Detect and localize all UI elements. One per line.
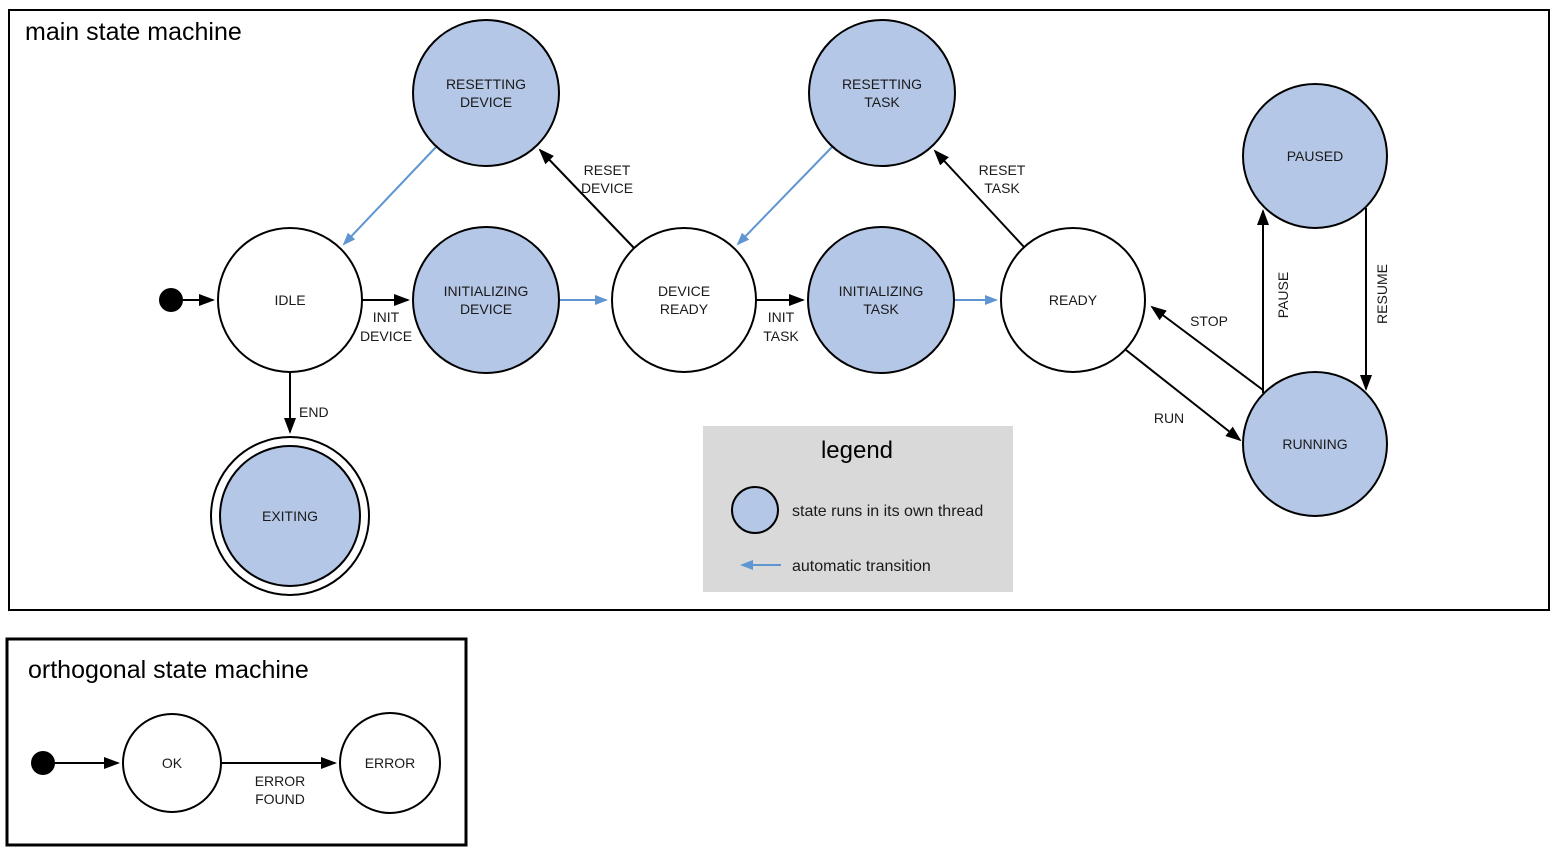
orthogonal-title: orthogonal state machine — [28, 656, 309, 684]
state-exiting — [219, 445, 361, 587]
orthogonal-state-machine: orthogonal state machine ERROR FOUND OK … — [5, 637, 468, 847]
state-resetting-device — [412, 19, 560, 167]
state-exiting-label: EXITING — [262, 508, 318, 524]
state-idle-label: IDLE — [274, 292, 305, 308]
orthogonal-frame — [5, 637, 468, 847]
transition-reset-task-arrow — [933, 149, 1025, 248]
state-error-label: ERROR — [365, 755, 416, 771]
state-resetting-task-label-line2: TASK — [864, 94, 900, 110]
transition-auto-resettask-devready-arrow — [736, 146, 833, 246]
state-device-ready-label-line1: DEVICE — [658, 283, 710, 299]
legend-auto-label: automatic transition — [792, 558, 931, 575]
transition-init-device-label-line2: DEVICE — [360, 328, 412, 344]
transition-init-task-label-line1: INIT — [768, 309, 795, 325]
transition-end-label: END — [299, 404, 329, 420]
state-initializing-device-label-line1: INITIALIZING — [444, 283, 529, 299]
state-ok — [122, 713, 222, 813]
main-states: IDLE RESETTING DEVICE INITIALIZING DEVIC… — [210, 19, 1388, 596]
transition-reset-task-label-line1: RESET — [979, 162, 1026, 178]
state-resetting-task-label-line1: RESETTING — [842, 76, 922, 92]
transition-stop-arrow — [1150, 305, 1264, 391]
state-idle — [217, 227, 363, 373]
transition-pause-label: PAUSE — [1275, 272, 1291, 318]
transition-auto-resetdev-idle-arrow — [342, 146, 437, 246]
state-running — [1242, 371, 1388, 517]
transition-init-device-label-line1: INIT — [373, 309, 400, 325]
state-ready-label: READY — [1049, 292, 1098, 308]
transition-init-task-label-line2: TASK — [763, 328, 799, 344]
legend-thread-state-icon — [731, 486, 779, 534]
transition-reset-device-label-line1: RESET — [584, 162, 631, 178]
transition-stop-label: STOP — [1190, 313, 1228, 329]
transition-resume-label: RESUME — [1374, 264, 1390, 324]
orthogonal-initial-state-dot — [31, 751, 55, 775]
state-resetting-device-label-line1: RESETTING — [446, 76, 526, 92]
transition-reset-task-label-line2: TASK — [984, 180, 1020, 196]
state-initializing-task-label-line2: TASK — [863, 301, 899, 317]
state-initializing-device — [412, 226, 560, 374]
state-device-ready-label-line2: READY — [660, 301, 709, 317]
state-paused — [1242, 83, 1388, 229]
state-ok-label: OK — [162, 755, 183, 771]
transition-error-found-label-line2: FOUND — [255, 791, 305, 807]
transition-reset-device-label-line2: DEVICE — [581, 180, 633, 196]
legend-title: legend — [821, 437, 893, 464]
state-ready — [1000, 227, 1146, 373]
state-running-label: RUNNING — [1282, 436, 1347, 452]
transition-error-found-label-line1: ERROR — [255, 773, 306, 789]
transition-run-arrow — [1125, 349, 1242, 442]
state-initializing-device-label-line2: DEVICE — [460, 301, 512, 317]
main-title: main state machine — [25, 18, 242, 46]
initial-state-dot — [159, 288, 183, 312]
main-frame — [8, 9, 1550, 611]
main-state-machine: main state machine INIT DEVICE RESET DEV… — [8, 9, 1550, 611]
transition-labels: INIT DEVICE RESET DEVICE INIT TASK RESET… — [299, 162, 1390, 426]
state-device-ready — [611, 227, 757, 373]
state-resetting-task — [808, 19, 956, 167]
legend-thread-label: state runs in its own thread — [792, 503, 983, 520]
state-error — [339, 712, 441, 814]
state-resetting-device-label-line2: DEVICE — [460, 94, 512, 110]
state-initializing-task-label-line1: INITIALIZING — [839, 283, 924, 299]
state-initializing-task — [807, 226, 955, 374]
state-paused-label: PAUSED — [1287, 148, 1344, 164]
legend: legend state runs in its own thread auto… — [703, 426, 1013, 592]
transition-reset-device-arrow — [538, 148, 635, 249]
transition-run-label: RUN — [1154, 410, 1184, 426]
